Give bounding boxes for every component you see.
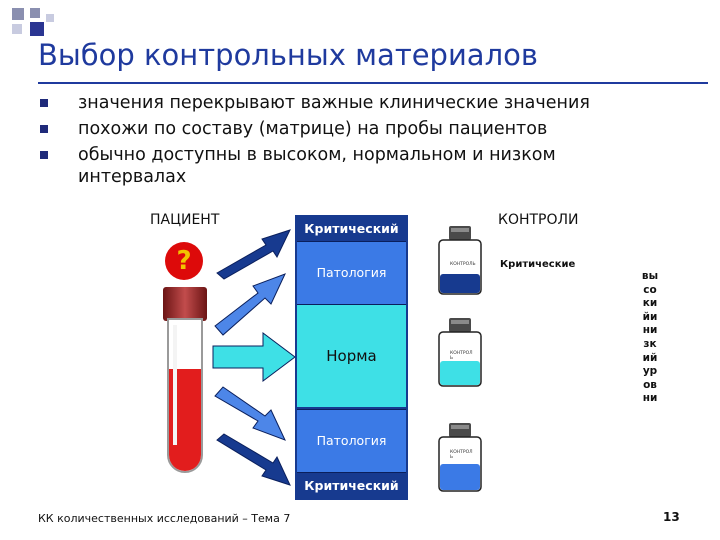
bullet-item: обычно доступны в высоком, нормальном и … bbox=[38, 144, 638, 188]
arrow-down-critical bbox=[216, 433, 291, 486]
bullet-text: значения перекрывают важные клинические … bbox=[78, 93, 590, 113]
decor-square bbox=[12, 8, 24, 20]
bullet-text: похожи по составу (матрице) на пробы пац… bbox=[78, 119, 548, 139]
decor-square bbox=[30, 8, 40, 18]
control-bottle-critical: КОНТРОЛЬ bbox=[435, 225, 485, 295]
arrows-diagram bbox=[212, 229, 296, 486]
bottle-icon bbox=[438, 318, 482, 387]
title-rule bbox=[38, 82, 708, 84]
bullet-text: обычно доступны в высоком, нормальном и … bbox=[78, 145, 556, 187]
arrow-up-critical bbox=[216, 229, 291, 280]
arrow-normal bbox=[212, 332, 296, 382]
decor-square bbox=[46, 14, 54, 22]
bottle-icon bbox=[438, 423, 482, 492]
bullet-marker bbox=[40, 151, 48, 159]
patient-label: ПАЦИЕНТ bbox=[150, 212, 220, 228]
vertical-levels-text: высокийинизкийуровни bbox=[641, 270, 659, 405]
scale-critical-bottom: Критический bbox=[297, 473, 406, 498]
bullet-item: значения перекрывают важные клинические … bbox=[38, 92, 708, 114]
page-number: 13 bbox=[663, 510, 680, 524]
controls-label: КОНТРОЛИ bbox=[498, 212, 579, 228]
slide-title: Выбор контрольных материалов bbox=[38, 38, 538, 72]
scale-critical-top: Критический bbox=[297, 217, 406, 241]
arrow-down-pathology bbox=[214, 386, 286, 441]
bullet-marker bbox=[40, 99, 48, 107]
bottle-icon bbox=[438, 226, 482, 295]
bullet-marker bbox=[40, 125, 48, 133]
footer-text: КК количественных исследований – Тема 7 bbox=[38, 512, 291, 525]
question-icon: ? bbox=[165, 242, 203, 280]
decor-square bbox=[30, 22, 44, 36]
value-scale: Критический Патология Норма Патология Кр… bbox=[295, 215, 408, 500]
bullet-list: значения перекрывают важные клинические … bbox=[38, 92, 708, 192]
bottle-label: КОНТРОЛЬ bbox=[450, 262, 476, 267]
decor-square bbox=[12, 24, 22, 34]
arrow-up-pathology bbox=[214, 273, 286, 336]
control-bottle-normal: КОНТРОЛ Ь bbox=[435, 317, 485, 387]
bullet-item: похожи по составу (матрице) на пробы пац… bbox=[38, 118, 708, 140]
bottle-label: КОНТРОЛ Ь bbox=[450, 450, 473, 460]
control-bottle-pathology: КОНТРОЛ Ь bbox=[435, 422, 485, 492]
bottle-label: КОНТРОЛ Ь bbox=[450, 351, 473, 361]
scale-pathology-bottom: Патология bbox=[297, 409, 406, 473]
test-tube-icon bbox=[163, 287, 207, 473]
critical-controls-label: Критические bbox=[500, 259, 576, 270]
scale-normal: Норма bbox=[297, 305, 406, 407]
scale-pathology-top: Патология bbox=[297, 241, 406, 305]
